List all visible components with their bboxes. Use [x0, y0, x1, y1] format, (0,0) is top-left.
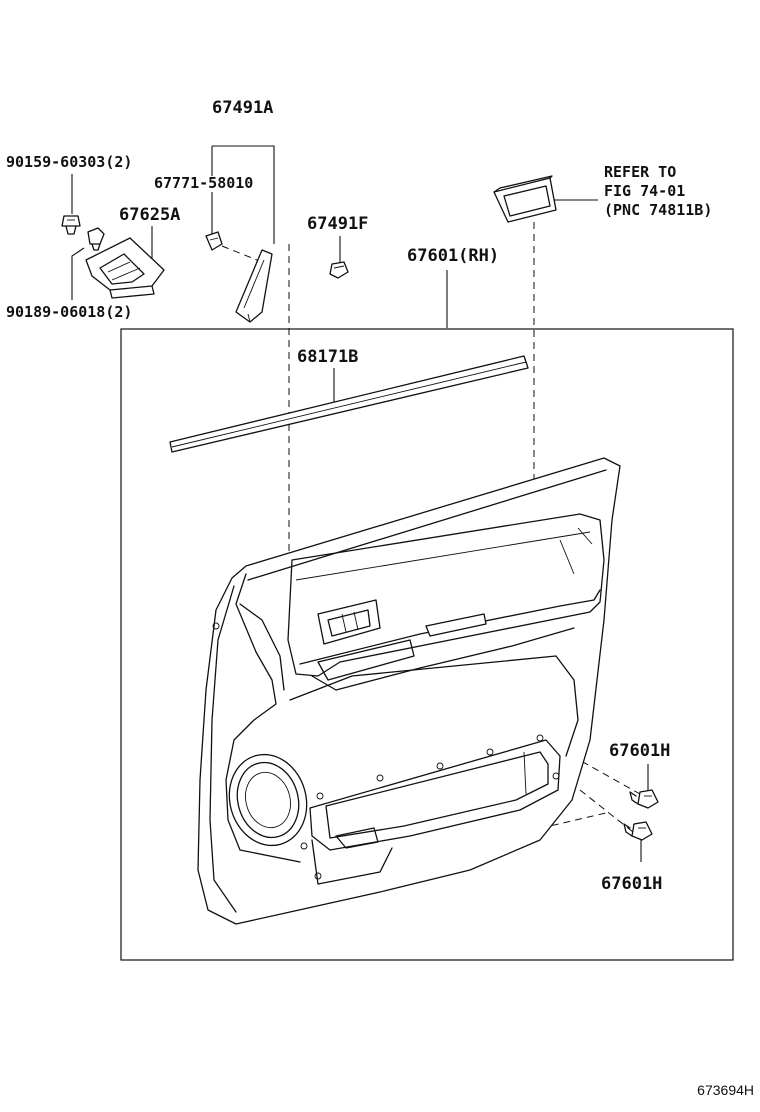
diagram-code: 673694H [697, 1082, 754, 1098]
clip-67771-icon [205, 231, 223, 251]
garnish-67491A-icon [235, 249, 273, 323]
weatherstrip-68171B-icon [169, 355, 529, 453]
leader-lines [71, 145, 649, 862]
screw-67491F-icon [329, 261, 349, 279]
label-67491A: 67491A [212, 98, 273, 118]
clip-90189-icon [87, 227, 105, 251]
label-90159-60303: 90159-60303(2) [6, 153, 132, 171]
reference-line-2: FIG 74-01 [604, 182, 685, 200]
label-67625A: 67625A [119, 205, 180, 225]
label-67601H-upper: 67601H [609, 741, 670, 761]
label-90189-06018: 90189-06018(2) [6, 303, 132, 321]
switch-base-74811B-icon [493, 175, 557, 223]
clip-67601H-lower-icon [623, 821, 653, 841]
bracket-67625A-icon [85, 237, 165, 299]
reference-line-3: (PNC 74811B) [604, 201, 712, 219]
clip-67601H-upper-icon [629, 789, 659, 809]
door-trim-panel-67601-icon [197, 457, 621, 925]
label-68171B: 68171B [297, 347, 358, 367]
reference-line-1: REFER TO [604, 163, 676, 181]
label-67601-rh: 67601(RH) [407, 246, 499, 266]
label-67771-58010: 67771-58010 [154, 174, 253, 192]
label-67491F: 67491F [307, 214, 368, 234]
label-67601H-lower: 67601H [601, 874, 662, 894]
screw-90159-icon [61, 215, 81, 235]
assembly-frame [120, 328, 734, 961]
